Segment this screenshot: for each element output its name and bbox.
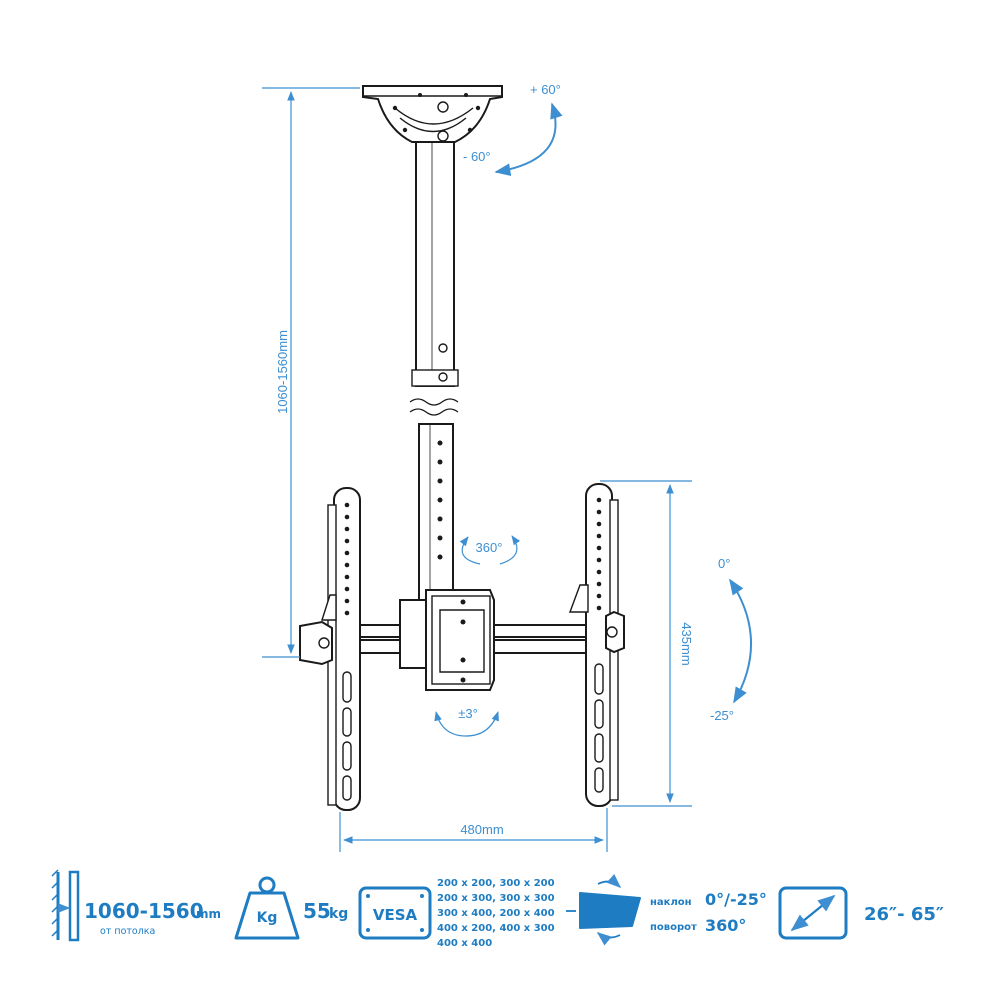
weight-icon: Kg (234, 876, 300, 940)
screen-size-icon (778, 886, 848, 940)
left-vesa-plate (299, 487, 361, 811)
ceiling-height-icon (51, 869, 80, 942)
pitch-down-label: - 60° (463, 149, 491, 164)
weight-icon-label: Kg (257, 910, 278, 926)
width-dimension: 480mm (339, 808, 608, 852)
height-dimension: 1060-1560mm (262, 87, 360, 658)
vesa-size-line: 300 x 400, 200 x 400 (437, 908, 555, 919)
vesa-size-line: 200 x 200, 300 x 200 (437, 878, 555, 889)
tilt-rotate-icon (566, 874, 641, 946)
plate-height-dimension: 435mm (600, 480, 694, 807)
vesa-size-line: 200 x 300, 300 x 300 (437, 893, 555, 904)
weight-unit: kg (329, 906, 348, 922)
swivel-label: ±3° (458, 706, 478, 721)
pole-break-mark (409, 398, 459, 416)
width-label: 480mm (460, 822, 503, 837)
left-plate-holes (344, 502, 350, 616)
plate-height-label: 435mm (679, 622, 694, 665)
rotate-label: поворот (650, 922, 697, 933)
ceiling-height-unit: mm (196, 907, 221, 921)
vesa-icon: VESA (358, 886, 432, 940)
rotate-value: 360° (705, 916, 746, 935)
vesa-size-line: 400 x 400 (437, 938, 492, 949)
pitch-arc: + 60° - 60° (463, 82, 563, 177)
tilt-value: 0°/-25° (705, 890, 767, 909)
pitch-up-label: + 60° (530, 82, 561, 97)
height-dimension-label: 1060-1560mm (275, 330, 290, 414)
upper-pole (411, 141, 459, 387)
center-clamp (425, 589, 495, 691)
lower-pole (418, 423, 454, 601)
right-vesa-plate (568, 483, 625, 807)
tilt-label: наклон (650, 897, 692, 908)
screen-size-value: 26″- 65″ (864, 904, 944, 925)
tilt-bottom-label: -25° (710, 708, 734, 723)
tilt-arc: 0° -25° (710, 556, 752, 723)
ceiling-plate (362, 85, 503, 143)
right-plate-holes (596, 497, 602, 611)
ceiling-height-note: от потолка (100, 926, 155, 937)
vesa-icon-label: VESA (373, 906, 418, 924)
vesa-size-line: 400 x 200, 400 x 300 (437, 923, 555, 934)
rotation-label: 360° (476, 540, 503, 555)
weight-value: 55 (303, 899, 331, 923)
swivel-arc: ±3° (434, 706, 499, 737)
vesa-sizes-list: 200 x 200, 300 x 200 200 x 300, 300 x 30… (437, 878, 555, 949)
ceiling-height-value: 1060-1560 (84, 899, 204, 923)
tilt-top-label: 0° (718, 556, 730, 571)
rotation-arc: 360° (459, 535, 521, 565)
